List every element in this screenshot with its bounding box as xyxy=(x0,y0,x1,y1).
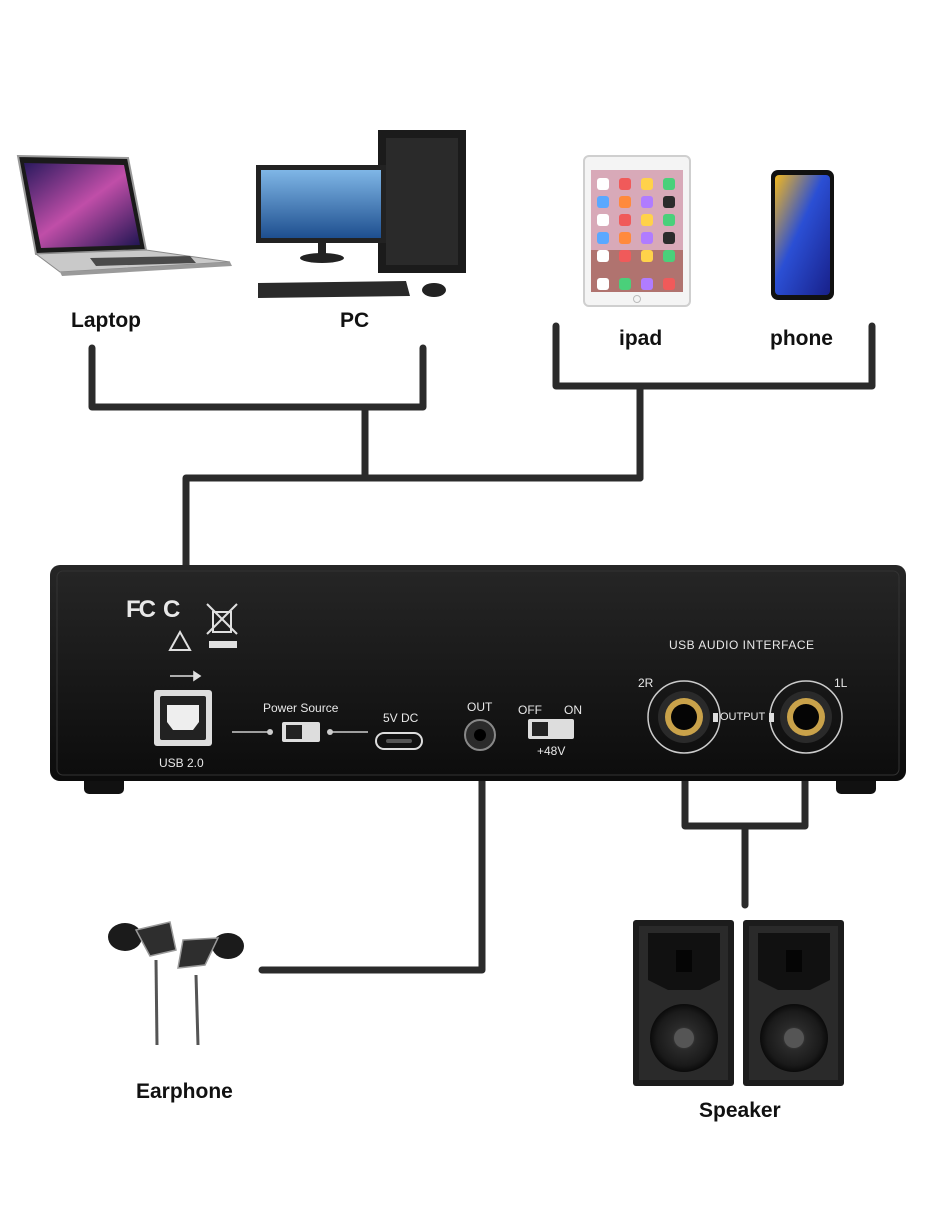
app-icon xyxy=(619,214,631,226)
cable-ipad-phone-bracket xyxy=(552,322,876,390)
weee-icon xyxy=(206,603,238,648)
usb-symbol-icon xyxy=(170,670,202,682)
phone-label: phone xyxy=(770,327,833,350)
app-icon xyxy=(619,232,631,244)
app-icon xyxy=(641,250,653,262)
power-source-label: Power Source xyxy=(263,701,339,715)
cable-speaker xyxy=(681,741,809,909)
pc-label: PC xyxy=(340,309,370,332)
phantom-power-label: +48V xyxy=(537,744,566,758)
app-icon xyxy=(597,232,609,244)
power-source-switch[interactable] xyxy=(232,722,368,742)
out-jack-label: OUT xyxy=(467,700,493,714)
ce-mark: C xyxy=(163,596,181,623)
app-icon xyxy=(597,196,609,208)
app-icon xyxy=(663,178,675,190)
usb-b-port[interactable] xyxy=(154,690,212,746)
speaker-right-image xyxy=(743,920,844,1086)
output-1l-label: 1L xyxy=(834,676,848,690)
usb-port-label: USB 2.0 xyxy=(159,756,204,770)
ipad-app-grid xyxy=(597,178,675,290)
dock-app-icon xyxy=(641,278,653,290)
earphone-label: Earphone xyxy=(136,1080,233,1103)
dock-app-icon xyxy=(619,278,631,290)
cable-earphone xyxy=(258,736,486,974)
app-icon xyxy=(663,232,675,244)
app-icon xyxy=(641,196,653,208)
app-icon xyxy=(597,250,609,262)
app-icon xyxy=(641,178,653,190)
phone-image xyxy=(771,170,834,300)
headphone-out-jack[interactable] xyxy=(464,719,496,751)
switch-off-label: OFF xyxy=(518,703,542,717)
ipad-label: ipad xyxy=(619,327,663,350)
app-icon xyxy=(619,250,631,262)
app-icon xyxy=(619,196,631,208)
dock-app-icon xyxy=(597,278,609,290)
dc-input-label: 5V DC xyxy=(383,711,419,725)
laptop-label: Laptop xyxy=(71,309,141,332)
phantom-power-switch[interactable] xyxy=(528,719,574,739)
speaker-label: Speaker xyxy=(699,1099,781,1122)
laptop-image xyxy=(16,154,232,276)
pc-image xyxy=(256,130,466,298)
usb-c-port[interactable] xyxy=(375,732,423,750)
output-2r-label: 2R xyxy=(638,676,654,690)
recycle-icon xyxy=(168,629,192,651)
app-icon xyxy=(663,250,675,262)
app-icon xyxy=(641,214,653,226)
fcc-mark: FC xyxy=(126,596,156,623)
cable-laptop-pc-bracket xyxy=(88,344,427,411)
dock-app-icon xyxy=(663,278,675,290)
app-icon xyxy=(597,214,609,226)
audio-interface-panel xyxy=(50,565,906,794)
app-icon xyxy=(641,232,653,244)
output-jack-2r[interactable] xyxy=(647,680,721,754)
speaker-left-image xyxy=(633,920,734,1086)
app-icon xyxy=(597,178,609,190)
panel-title: USB AUDIO INTERFACE xyxy=(669,638,815,652)
app-icon xyxy=(619,178,631,190)
output-label: OUTPUT xyxy=(720,711,766,723)
app-icon xyxy=(663,196,675,208)
switch-on-label: ON xyxy=(564,703,582,717)
app-icon xyxy=(663,214,675,226)
earphone-image xyxy=(108,921,244,1046)
output-jack-1l[interactable] xyxy=(769,680,843,754)
